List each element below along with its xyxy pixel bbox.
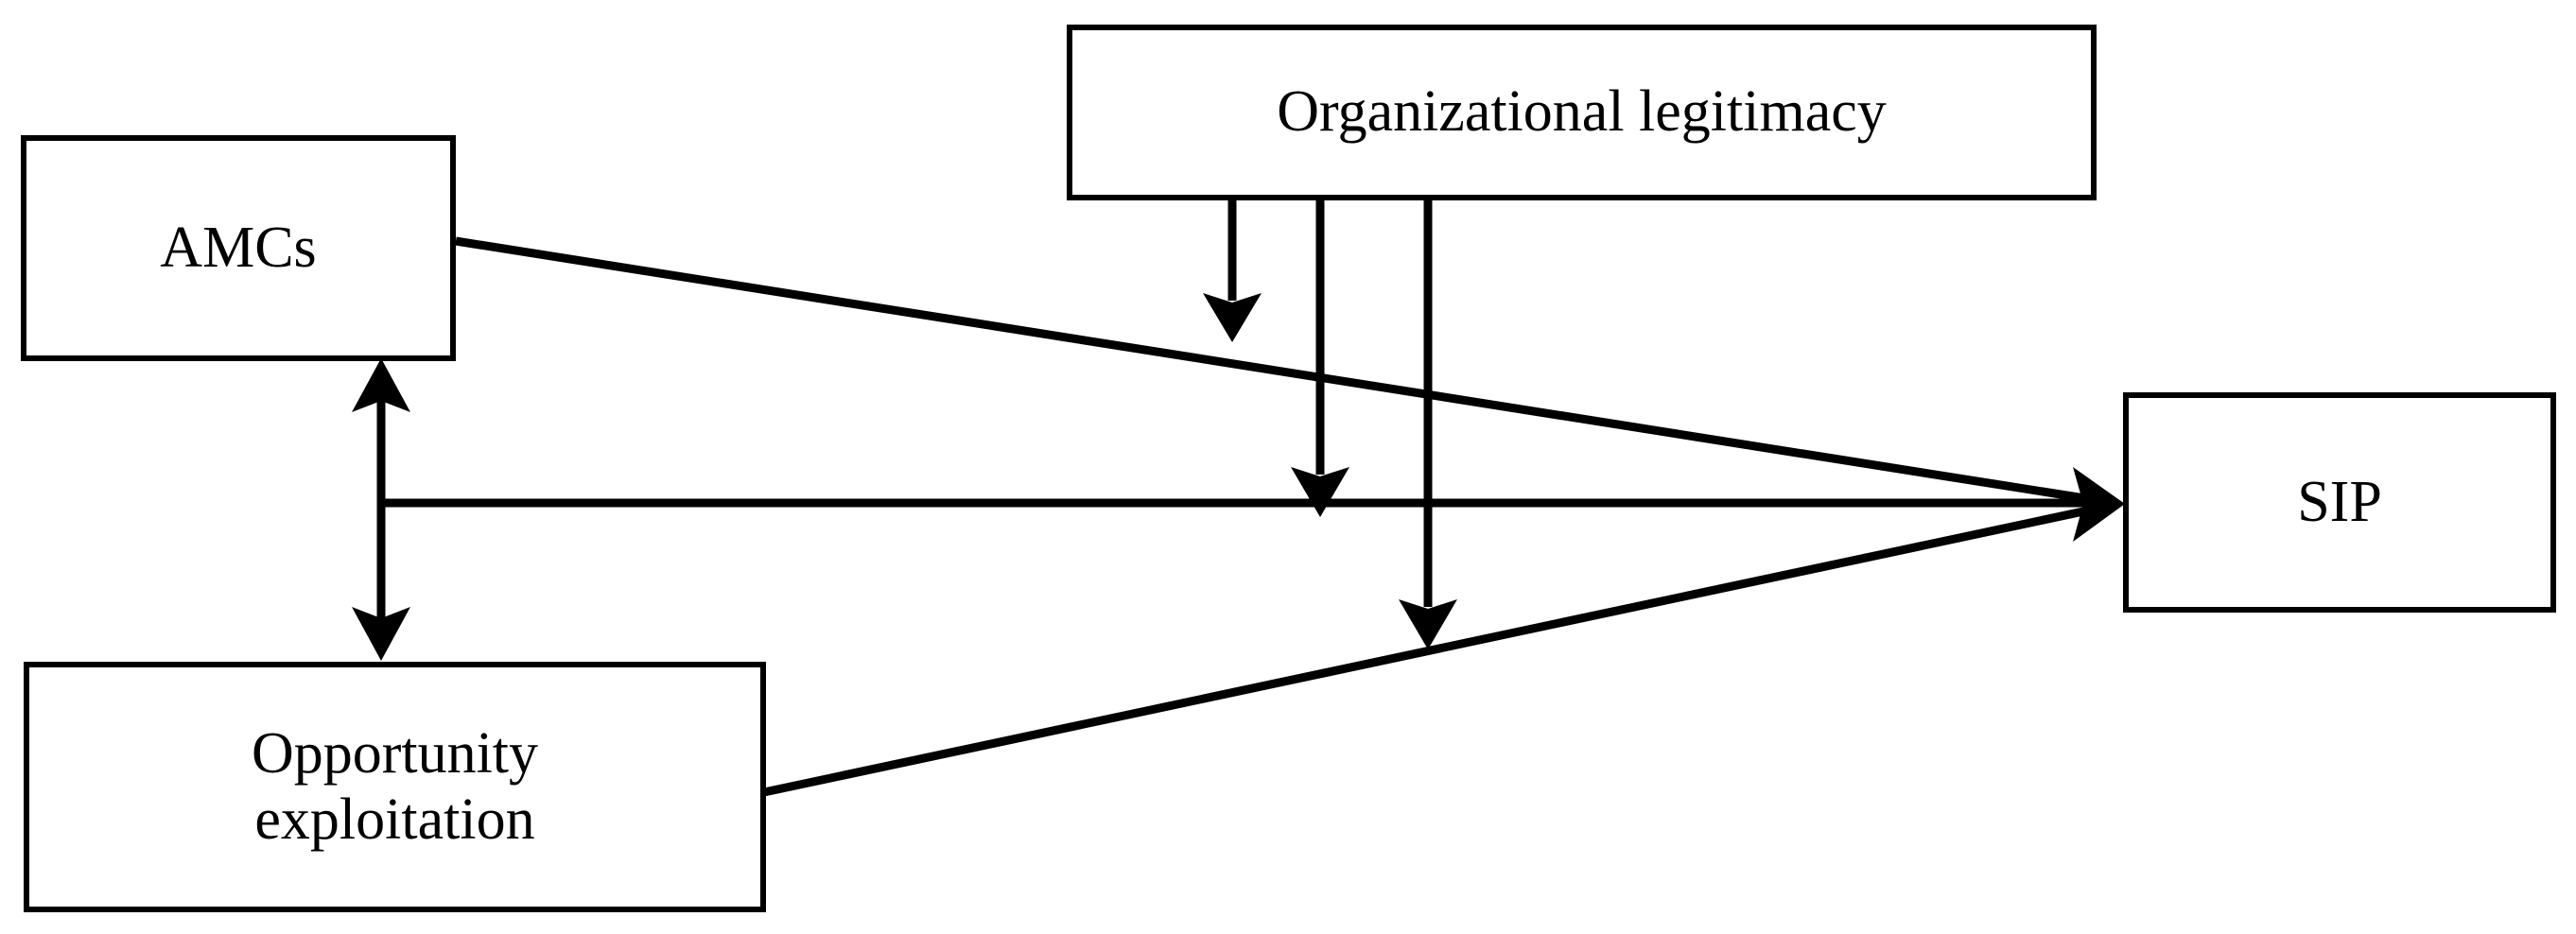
arrowhead-legitimacy-moderation-1 (1203, 293, 1262, 342)
node-opportunity-exploitation-label: Opportunity exploitation (251, 721, 539, 852)
arrowhead-legitimacy-moderation-2 (1291, 467, 1349, 517)
arrowhead-into-sip (2073, 467, 2125, 542)
arrowhead-up-into-amcs (352, 358, 410, 412)
node-organizational-legitimacy[interactable]: Organizational legitimacy (1067, 25, 2097, 200)
node-amcs-label: AMCs (160, 215, 317, 280)
node-amcs[interactable]: AMCs (21, 135, 456, 361)
arrowhead-legitimacy-moderation-3 (1399, 599, 1457, 649)
node-organizational-legitimacy-label: Organizational legitimacy (1277, 79, 1887, 145)
edge-amcs-to-sip (455, 236, 2115, 508)
arrowhead-down-into-opportunity (352, 607, 410, 661)
node-sip-label: SIP (2297, 469, 2382, 534)
node-opportunity-exploitation[interactable]: Opportunity exploitation (24, 662, 766, 912)
node-sip[interactable]: SIP (2123, 392, 2556, 613)
edge-opportunity-to-sip (763, 500, 2115, 797)
